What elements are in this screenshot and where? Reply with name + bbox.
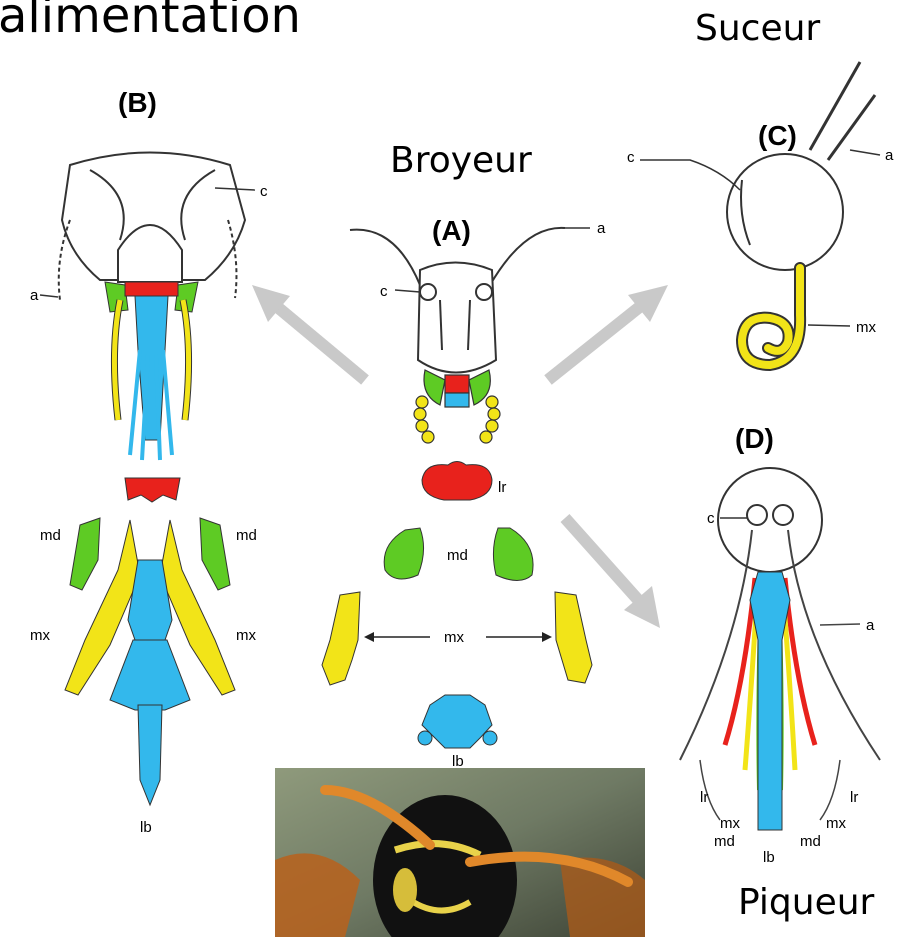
b-labium-letter: lb <box>140 819 152 836</box>
a-labium-letter: lb <box>452 753 464 770</box>
wasp-photo <box>275 768 645 937</box>
panel-b-mouth <box>105 282 198 460</box>
panel-a-head <box>350 228 590 373</box>
arrow-to-b <box>252 285 365 380</box>
a-labrum-letter: lr <box>498 479 506 496</box>
panel-b-label: (B) <box>118 87 157 118</box>
a-mandible-letter: md <box>447 547 468 564</box>
panel-d-label: (D) <box>735 423 774 454</box>
a-antenna-letter: a <box>597 220 606 237</box>
panel-d: (D) c a <box>680 423 880 866</box>
panel-d-stylets <box>700 572 840 830</box>
b-mandible-letter-right: md <box>236 527 257 544</box>
c-clypeus-letter: c <box>627 149 635 166</box>
d-labrum-letter-right: lr <box>850 789 858 806</box>
panel-a: (A) a c <box>322 215 606 770</box>
d-maxilla-letter-left: mx <box>720 815 740 832</box>
b-maxilla-letter-left: mx <box>30 627 50 644</box>
panel-a-labrum: lr <box>422 462 506 501</box>
d-labrum-letter-left: lr <box>700 789 708 806</box>
panel-d-head <box>718 468 822 572</box>
b-mandible-letter-left: md <box>40 527 61 544</box>
panel-c-label: (C) <box>758 120 797 151</box>
panel-a-label: (A) <box>432 215 471 246</box>
b-clypeus-letter: c <box>260 183 268 200</box>
d-antenna-letter: a <box>866 617 875 634</box>
a-clypeus-letter: c <box>380 283 388 300</box>
c-antenna-letter: a <box>885 147 894 164</box>
d-maxilla-letter-right: mx <box>826 815 846 832</box>
d-clypeus-letter: c <box>707 510 715 527</box>
arrow-to-c <box>548 285 668 380</box>
panel-c: (C) c a mx <box>627 62 894 365</box>
d-labium-letter: lb <box>763 849 775 866</box>
panel-a-mouth <box>414 370 500 443</box>
panel-a-labium: lb <box>418 695 497 770</box>
panel-b-labrum <box>125 478 180 502</box>
d-mandible-letter-right: md <box>800 833 821 850</box>
panel-a-maxillae: mx <box>322 592 592 685</box>
c-maxilla-letter: mx <box>856 319 876 336</box>
panel-a-mandibles: md <box>384 528 533 581</box>
panel-b-head <box>40 153 255 301</box>
b-antenna-letter: a <box>30 287 39 304</box>
panel-c-head <box>640 62 880 270</box>
b-maxilla-letter-right: mx <box>236 627 256 644</box>
a-maxilla-letter: mx <box>444 629 464 646</box>
d-mandible-letter-left: md <box>714 833 735 850</box>
panel-b: (B) c a <box>30 87 268 836</box>
panel-c-proboscis: mx <box>742 268 876 365</box>
